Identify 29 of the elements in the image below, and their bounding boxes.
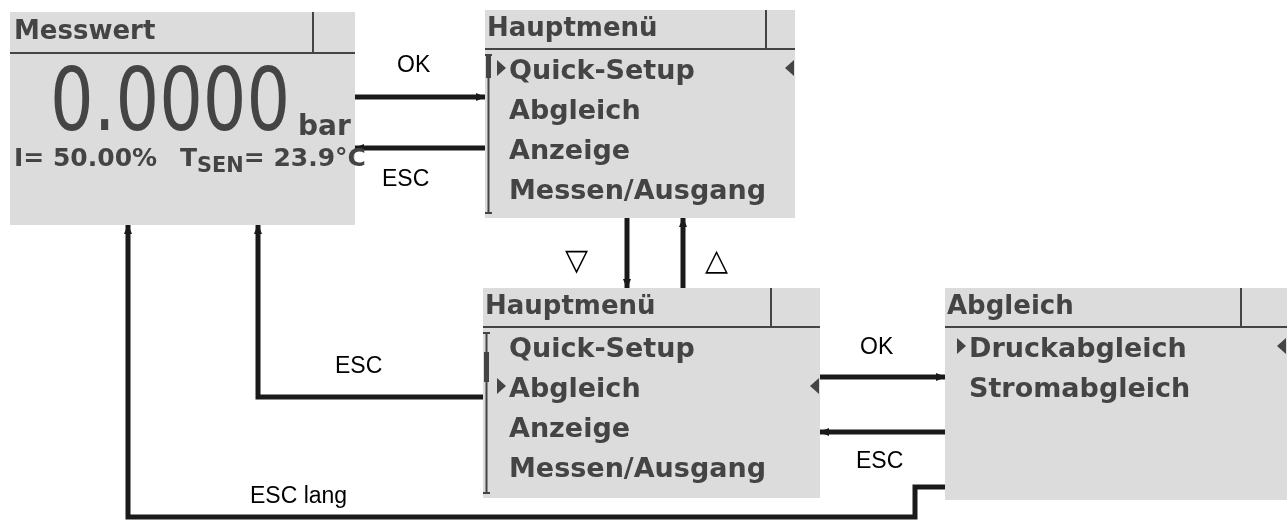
display-screen <box>485 10 795 218</box>
arrow <box>820 373 946 381</box>
screen-title: Hauptmenü <box>487 14 658 40</box>
menu-item: Messen/Ausgang <box>509 176 766 203</box>
arrow <box>355 93 486 101</box>
menu-item: Anzeige <box>509 136 631 163</box>
menu-item: Quick-Setup <box>509 334 695 361</box>
menu-item: Druckabgleich <box>969 334 1187 361</box>
arrow <box>679 217 687 288</box>
display-screen <box>945 288 1287 500</box>
menu-item: Abgleich <box>509 96 641 123</box>
unit-label: bar <box>298 112 351 140</box>
current-reading: I= 50.00% <box>14 145 158 170</box>
menu-item: Abgleich <box>509 374 641 401</box>
menu-item: Quick-Setup <box>509 56 695 83</box>
screen-title: Abgleich <box>947 292 1074 318</box>
display-screen <box>483 288 820 498</box>
measured-value: 0.0000 <box>50 56 291 144</box>
screen-title: Messwert <box>14 17 156 43</box>
menu-item: Anzeige <box>509 414 631 441</box>
arrow <box>819 428 945 436</box>
screen-title: Hauptmenü <box>485 292 656 318</box>
arrow <box>354 144 485 152</box>
menu-item: Messen/Ausgang <box>509 454 766 481</box>
temperature-reading: T$_{SEN}$= 23.9°C <box>180 145 366 176</box>
menu-item: Stromabgleich <box>969 374 1191 401</box>
arrow <box>124 224 945 520</box>
arrow <box>254 224 483 400</box>
arrow <box>623 218 631 289</box>
